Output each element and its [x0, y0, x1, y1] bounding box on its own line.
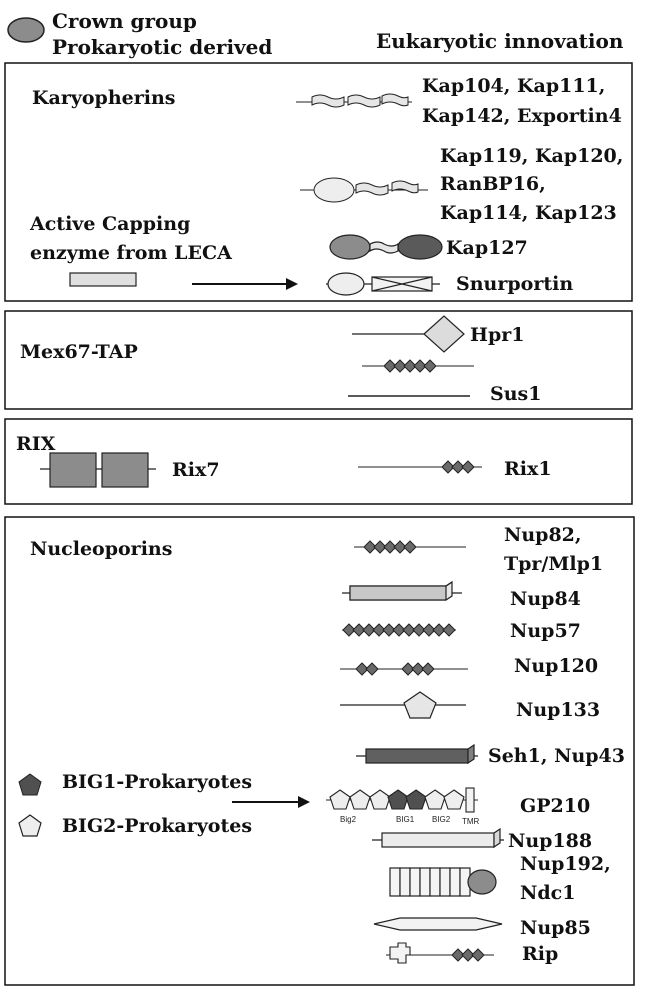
kap114-label: Kap114, Kap123: [440, 202, 617, 224]
gp210-domain-big1: BIG1: [396, 815, 415, 824]
nucleoporins-title: Nucleoporins: [30, 538, 172, 560]
kap142-label: Kap142, Exportin4: [422, 105, 622, 127]
big2-label: BIG2-Prokaryotes: [62, 815, 252, 837]
legend-crown-group: Crown group: [52, 9, 197, 33]
heat-repeat-shape-row2: [300, 177, 428, 203]
nup82-shape: [354, 540, 466, 554]
nucleoporins-box: [4, 516, 635, 986]
nup188-shape: [372, 827, 504, 849]
nup57-label: Nup57: [510, 620, 581, 642]
kap127-shape: [329, 234, 443, 260]
nup57-shape: [342, 623, 456, 637]
nup192-label-line2: Ndc1: [520, 882, 575, 904]
gp210-label: GP210: [520, 795, 590, 817]
nup82-label-line1: Nup82,: [504, 524, 582, 546]
sus1-label: Sus1: [490, 383, 541, 405]
rix1-shape: [358, 460, 482, 474]
gp210-domain-tmr: TMR: [462, 817, 480, 826]
capping-enzyme-box: [69, 272, 137, 287]
big2-icon: [18, 814, 42, 837]
nup188-label: Nup188: [508, 830, 592, 852]
kap104-label: Kap104, Kap111,: [422, 75, 605, 97]
seh1-label: Seh1, Nup43: [488, 745, 625, 767]
legend-eukaryotic-innovation: Eukaryotic innovation: [376, 29, 624, 53]
crown-group-icon: [7, 17, 45, 43]
legend-prokaryotic-derived: Prokaryotic derived: [52, 35, 272, 59]
big1-icon: [18, 773, 42, 796]
nup192-label-line1: Nup192,: [520, 853, 611, 875]
nup192-shape: [389, 867, 497, 897]
big-arrow-head: [298, 796, 310, 808]
capping-label-line1: Active Capping: [29, 213, 190, 235]
mex67-box: [4, 310, 633, 410]
capping-arrow-head: [286, 278, 298, 290]
nup85-shape: [373, 917, 503, 931]
seh1-shape: [356, 743, 478, 765]
mex67-repeat-shape: [362, 359, 474, 373]
rix7-shape: [40, 452, 156, 488]
rix-box: [4, 418, 633, 505]
nup84-label: Nup84: [510, 588, 581, 610]
kap119-label: Kap119, Kap120,: [440, 145, 623, 167]
nup85-label: Nup85: [520, 917, 591, 939]
capping-label-line2: enzyme from LECA: [30, 242, 232, 264]
big1-label: BIG1-Prokaryotes: [62, 771, 252, 793]
hpr1-shape: [352, 315, 465, 353]
kap127-label: Kap127: [446, 237, 528, 259]
nup84-shape: [342, 580, 462, 601]
snurportin-shape: [326, 272, 440, 296]
ranbp16-label: RanBP16,: [440, 173, 546, 195]
nup120-label: Nup120: [514, 655, 598, 677]
rix1-label: Rix1: [504, 458, 552, 480]
nup82-label-line2: Tpr/Mlp1: [504, 553, 603, 575]
rip-label: Rip: [522, 943, 558, 965]
rix7-label: Rix7: [172, 459, 220, 481]
hpr1-label: Hpr1: [470, 324, 524, 346]
gp210-domain-big2: Big2: [340, 815, 357, 824]
karyopherins-title: Karyopherins: [32, 87, 175, 109]
gp210-shape: [326, 787, 478, 813]
nup133-shape: [340, 691, 466, 719]
heat-repeat-shape-row1: [296, 93, 412, 108]
gp210-domain-big2b: BIG2: [432, 815, 451, 824]
nup120-shape: [340, 662, 468, 676]
nup133-label: Nup133: [516, 699, 600, 721]
karyopherins-box: [4, 62, 633, 302]
mex67-title: Mex67-TAP: [20, 341, 138, 363]
rip-shape: [386, 942, 494, 964]
snurportin-label: Snurportin: [456, 273, 573, 295]
rix-title: RIX: [16, 433, 56, 455]
